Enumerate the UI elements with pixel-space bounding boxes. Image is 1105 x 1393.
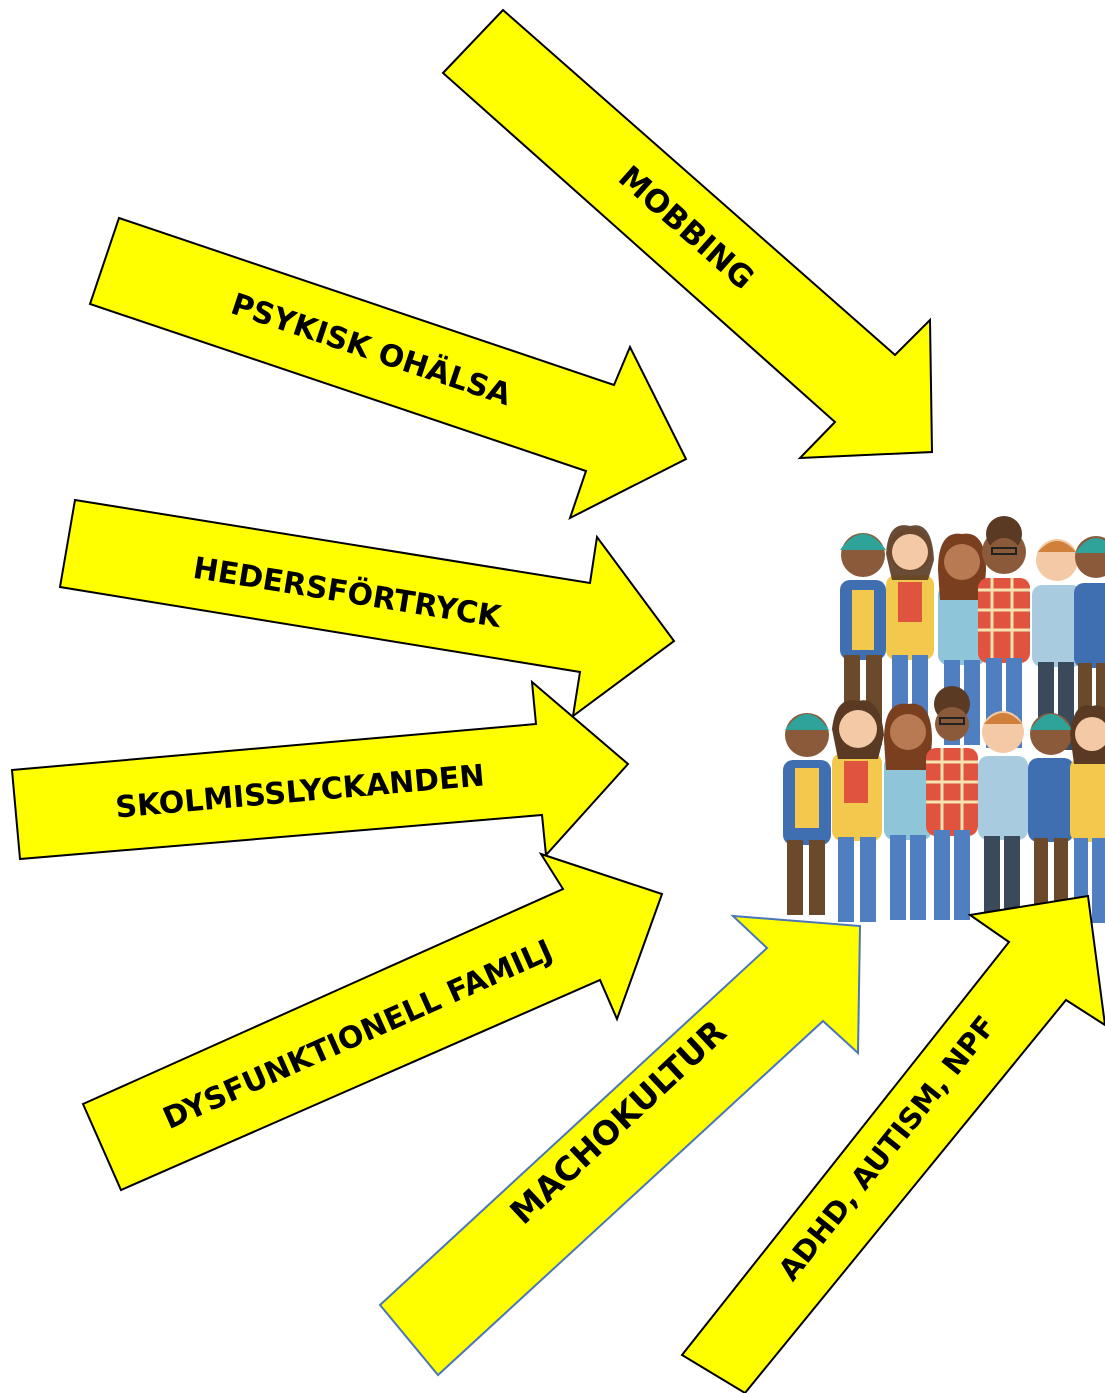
- student-figure: [978, 711, 1028, 921]
- students-illustration: [783, 516, 1105, 923]
- arrow-psykisk-ohalsa: PSYKISK OHÄLSA: [88, 216, 688, 521]
- student-figure: [832, 700, 884, 922]
- arrow-shape: [81, 852, 664, 1192]
- student-figure: [783, 713, 831, 915]
- arrow-shape: [680, 894, 1105, 1393]
- student-figure: [1028, 713, 1074, 923]
- arrow-shape: [378, 914, 862, 1377]
- student-figure: [1070, 705, 1105, 923]
- arrow-shape: [58, 498, 676, 719]
- arrow-label-adhd-autism-npf: ADHD, AUTISM, NPF: [772, 1009, 1003, 1287]
- student-figure: [884, 703, 932, 920]
- arrow-shape: [88, 216, 688, 521]
- student-figure: [926, 686, 978, 920]
- arrow-skolmisslyckanden: SKOLMISSLYCKANDEN: [10, 679, 630, 861]
- arrow-shape: [10, 679, 630, 861]
- arrow-shape: [441, 8, 934, 460]
- arrow-label-dysfunktionell-familj: DYSFUNKTIONELL FAMILJ: [158, 933, 558, 1137]
- arrow-hedersfortryck: HEDERSFÖRTRYCK: [58, 498, 676, 719]
